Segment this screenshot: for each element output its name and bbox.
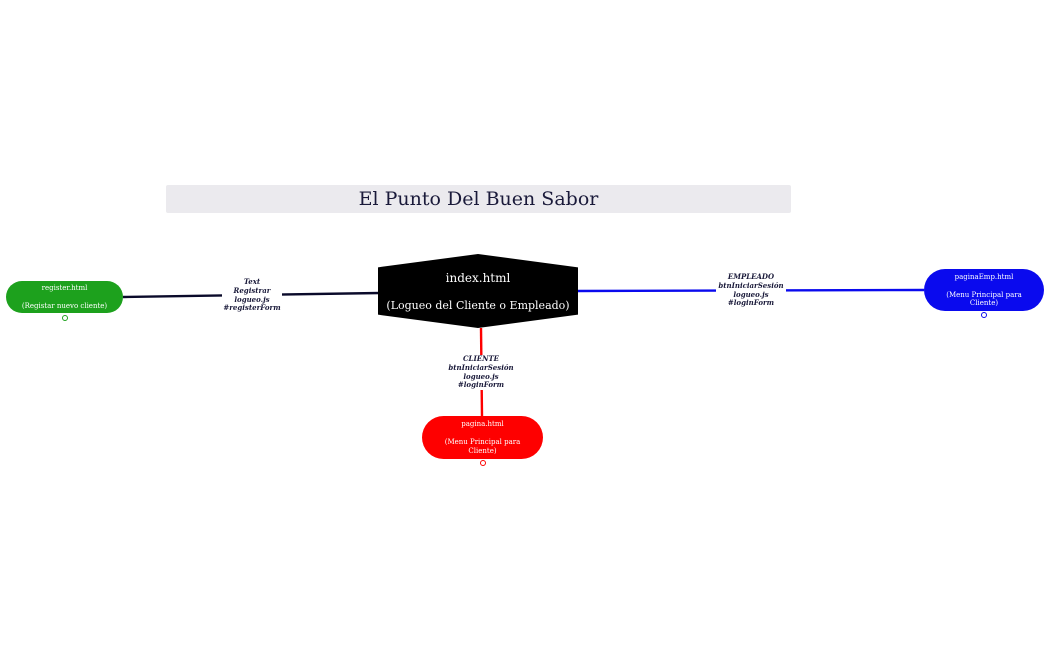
center-node-title: index.html [445,270,511,285]
collapse-marker-icon[interactable] [480,460,486,466]
page-title-text: El Punto Del Buen Sabor [358,188,599,210]
edge-label-line: Registrar [233,285,271,295]
node-register[interactable]: register.html (Registar nuevo cliente) [6,281,123,313]
edge-label-line: #loginForm [457,380,505,390]
edge-label-line: EMPLEADO [727,272,775,281]
edge-label-line: logueo.js [234,294,270,304]
edge-label-line: #registerForm [223,303,281,313]
edge-label-line: logueo.js [733,289,769,299]
edge-label-line: btnIniciarSesión [718,280,784,290]
node-pagina-emp[interactable]: paginaEmp.html (Menu Principal para Clie… [924,269,1044,311]
center-node-index[interactable]: index.html (Logueo del Cliente o Emplead… [378,254,578,328]
edge-label-register: Text Registrar logueo.js #registerForm [222,277,282,313]
node-pagina-emp-title: paginaEmp.html [954,272,1014,281]
collapse-marker-icon[interactable] [981,312,987,318]
edge-label-line: #loginForm [727,298,775,308]
node-pagina-subtitle: (Menu Principal para Cliente) [444,438,521,455]
edge-label-line: btnIniciarSesión [448,362,514,372]
edge-label-line: CLIENTE [462,354,500,363]
node-pagina-emp-subtitle: (Menu Principal para Cliente) [946,290,1022,308]
edge-label-pagina-emp: EMPLEADO btnIniciarSesión logueo.js #log… [716,272,786,308]
edge-label-line: Text [243,277,261,286]
center-node-subtitle: (Logueo del Cliente o Empleado) [386,298,570,312]
node-register-subtitle: (Registar nuevo cliente) [21,301,108,310]
page-title: El Punto Del Buen Sabor [166,185,791,213]
collapse-marker-icon[interactable] [62,315,68,321]
edge-label-pagina: CLIENTE btnIniciarSesión logueo.js #logi… [446,354,516,390]
node-pagina[interactable]: pagina.html (Menu Principal para Cliente… [422,416,543,459]
node-register-title: register.html [41,284,88,293]
edge-label-line: logueo.js [463,371,499,381]
node-pagina-title: pagina.html [461,420,504,429]
